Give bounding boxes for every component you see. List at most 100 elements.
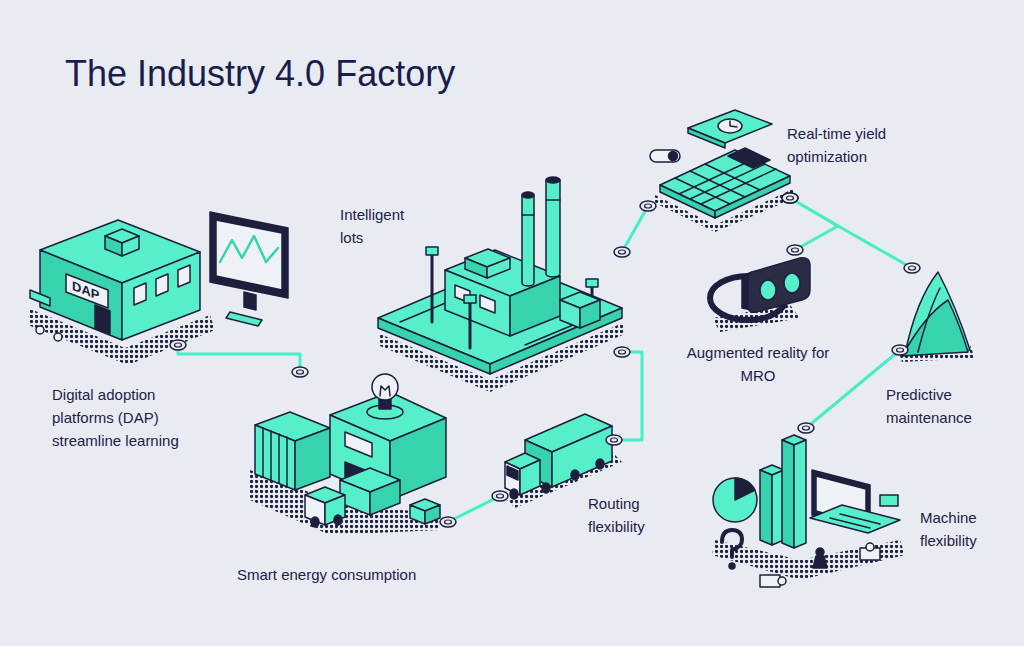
connector-dot-core xyxy=(803,426,810,430)
puzzle-piece xyxy=(760,575,780,587)
feature-label: Augmented reality for MRO xyxy=(683,341,833,387)
container xyxy=(255,425,295,490)
machine-group xyxy=(712,435,905,587)
roof-cube xyxy=(122,236,139,256)
truck xyxy=(505,414,622,508)
crate xyxy=(425,505,440,524)
cab xyxy=(325,495,345,525)
wheel xyxy=(311,517,319,527)
lamp-post xyxy=(469,302,472,348)
shed xyxy=(560,300,580,328)
trailer xyxy=(370,480,400,515)
connector-dot-core xyxy=(497,494,504,498)
wheel xyxy=(334,515,342,525)
wall xyxy=(40,250,122,340)
wall xyxy=(122,252,200,340)
stripe xyxy=(286,437,288,486)
filament xyxy=(380,386,390,396)
diagram-title: The Industry 4.0 Factory xyxy=(65,52,455,96)
chimney-top xyxy=(546,177,560,183)
key-row xyxy=(679,159,754,194)
connector-dot xyxy=(614,347,630,357)
pie-slice xyxy=(735,478,755,500)
goggle-body xyxy=(748,258,810,313)
chimney xyxy=(522,195,534,286)
predictive-shape xyxy=(898,272,975,362)
awning xyxy=(30,290,50,306)
connector-dot xyxy=(782,193,798,203)
chimney-top xyxy=(522,192,534,198)
key-row xyxy=(701,169,776,204)
puzzle-knob xyxy=(866,543,874,551)
chess-body xyxy=(813,556,827,568)
feature-node: Real-time yield optimization xyxy=(648,108,790,218)
lens xyxy=(784,273,800,293)
clock xyxy=(718,119,742,133)
feature-label: Intelligent lots xyxy=(340,203,422,249)
bar xyxy=(782,440,794,548)
feature-label: Digital adoption platforms (DAP) streaml… xyxy=(52,383,202,452)
connector-dot-core xyxy=(611,438,618,442)
connector-dot xyxy=(440,517,456,527)
feature-label: Routing flexibility xyxy=(588,492,663,538)
pie-chart xyxy=(713,478,757,522)
connector-dot-core xyxy=(175,343,182,347)
bar xyxy=(760,470,772,545)
chimney-band xyxy=(546,199,560,201)
connector-dot-core xyxy=(792,248,799,252)
connector-dot-core xyxy=(445,520,452,524)
connector-dot xyxy=(798,423,814,433)
lens xyxy=(760,280,776,300)
feature-node: Predictive maintenance xyxy=(900,268,972,358)
notepad xyxy=(688,128,725,148)
keys xyxy=(840,514,880,524)
lot-slab xyxy=(378,318,490,374)
connector-dot-core xyxy=(645,204,652,208)
feature-node: Intelligent lots xyxy=(378,175,622,367)
connector-line xyxy=(790,198,912,268)
roof-block xyxy=(487,258,510,278)
connector-dot xyxy=(640,201,656,211)
question-mark xyxy=(722,530,742,557)
connector-line xyxy=(614,352,642,440)
peak xyxy=(902,300,968,356)
feature-label: Smart energy consumption xyxy=(237,563,416,586)
factory xyxy=(378,177,625,392)
wheel xyxy=(36,326,44,334)
feature-label: Machine flexibility xyxy=(920,506,1000,552)
connector-line xyxy=(806,350,900,428)
connector-dot-core xyxy=(297,370,304,374)
wheel xyxy=(596,459,604,469)
stripe xyxy=(262,428,264,477)
display xyxy=(728,148,770,168)
connector-line xyxy=(448,496,500,522)
key-col xyxy=(690,171,745,197)
toggle-knob xyxy=(669,152,678,161)
connector-dot-core xyxy=(897,348,904,352)
clock-hands xyxy=(730,121,737,127)
lamp-head xyxy=(464,295,476,303)
window xyxy=(156,274,168,296)
stripe xyxy=(270,431,272,480)
monitor-stand xyxy=(244,292,256,310)
light-bulb xyxy=(372,374,398,400)
connector-dot-core xyxy=(787,196,794,200)
laptop-base xyxy=(810,505,900,533)
connector-line xyxy=(622,206,648,252)
monitor-base xyxy=(226,312,262,326)
wheel xyxy=(54,333,62,341)
connector-dot xyxy=(782,193,798,203)
key-row xyxy=(690,164,765,199)
feature-node: Smart energy consumption xyxy=(250,372,448,532)
window xyxy=(345,432,372,457)
roof-block xyxy=(465,258,487,278)
connector-dot xyxy=(492,491,508,501)
connector-line xyxy=(790,198,838,250)
stripe xyxy=(278,434,280,483)
window xyxy=(134,283,146,305)
window xyxy=(480,295,495,313)
chimney-band xyxy=(522,214,534,216)
bar xyxy=(794,440,806,548)
